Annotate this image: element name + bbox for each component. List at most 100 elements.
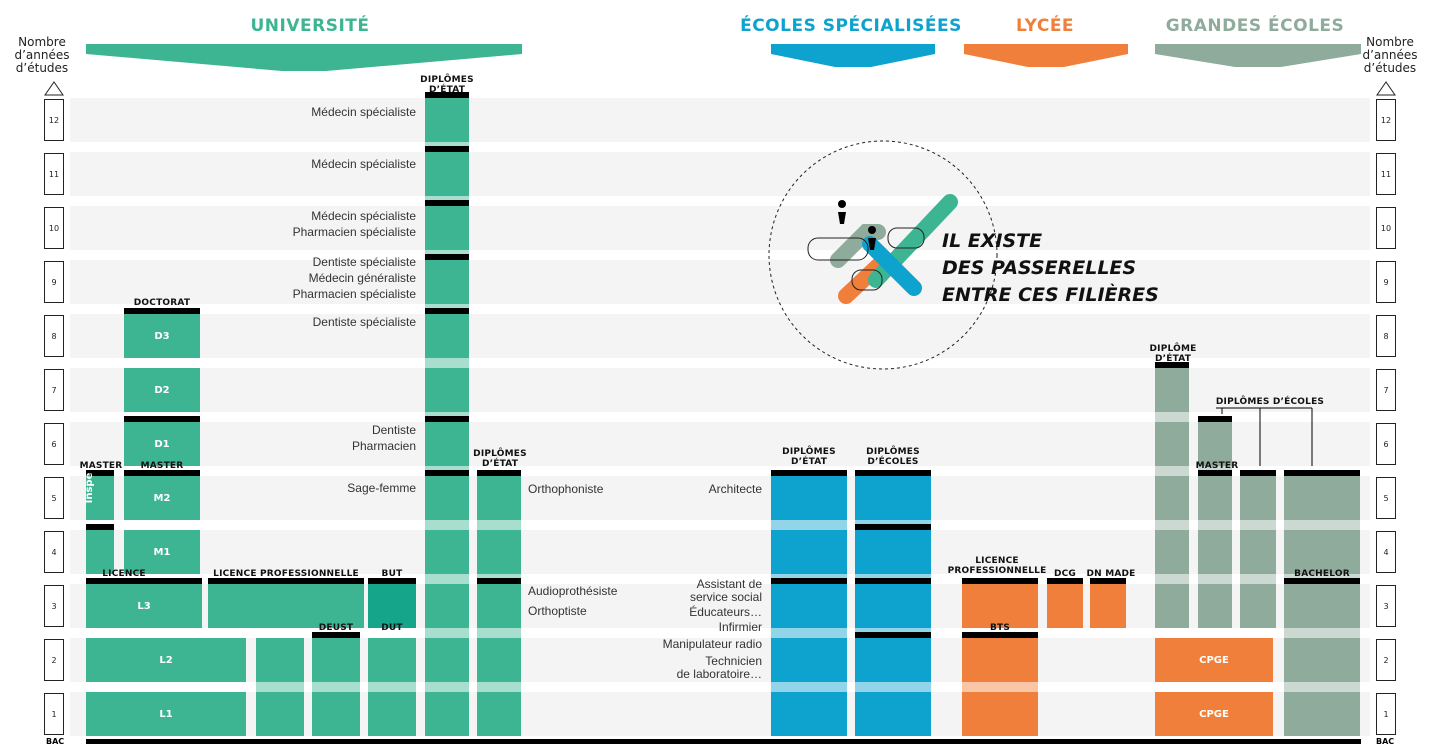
- block-cap: [124, 416, 200, 422]
- block-gap: [477, 682, 521, 692]
- block-gap: [368, 682, 416, 692]
- year-band: [70, 422, 1370, 466]
- label-assistant1: Assistant de: [696, 577, 762, 591]
- year-box: 4: [44, 531, 64, 573]
- year-box: 10: [1376, 207, 1396, 249]
- cap-lycee-licence-pro: LICENCE PROFESSIONNELLE: [947, 556, 1047, 576]
- block-gap: [1240, 520, 1276, 530]
- block-gap: [1284, 682, 1360, 692]
- block-cap: [1284, 470, 1360, 476]
- cap-master-inspe: MASTER: [79, 461, 123, 471]
- block-cap: [771, 578, 847, 584]
- grandes-ecoles-funnel: [1155, 44, 1361, 67]
- block-l3: L3: [86, 584, 202, 628]
- bac-label-left: BAC: [46, 737, 65, 746]
- axis-arrow-left: [44, 81, 64, 96]
- label-y10a: Médecin spécialiste: [311, 209, 416, 223]
- year-box: 1: [1376, 693, 1396, 735]
- label-y12: Médecin spécialiste: [311, 105, 416, 119]
- label-orthophoniste: Orthophoniste: [528, 482, 604, 496]
- cap-but: BUT: [381, 569, 403, 579]
- inspe-label: Inspé: [84, 472, 95, 504]
- cap-doctorat: DOCTORAT: [133, 298, 191, 308]
- block-cap: [425, 200, 469, 206]
- year-box: 6: [1376, 423, 1396, 465]
- block-cap: [124, 470, 200, 476]
- year-band: [70, 368, 1370, 412]
- ecoles-funnel: [771, 44, 935, 67]
- axis-title-left: Nombre d’années d’études: [4, 36, 80, 75]
- cap-ge-bachelor: BACHELOR: [1294, 569, 1350, 579]
- block-gap: [256, 682, 304, 692]
- year-box: 8: [1376, 315, 1396, 357]
- block-cap: [1090, 578, 1126, 584]
- block-d1: D1: [124, 422, 200, 466]
- block-cap: [425, 308, 469, 314]
- block-ge-master-b: [1240, 476, 1276, 628]
- year-box: 5: [1376, 477, 1396, 519]
- cap-diplomes-etat-2: DIPLÔMES D’ÉTAT: [473, 449, 527, 469]
- block-gap: [771, 682, 847, 692]
- block-ge-etat: [1155, 368, 1189, 628]
- label-y10b: Pharmacien spécialiste: [292, 225, 416, 239]
- year-box: 11: [44, 153, 64, 195]
- label-audioprothesiste: Audioprothésiste: [528, 584, 618, 598]
- header-lycee: LYCÉE: [1015, 16, 1075, 36]
- cap-deust: DEUST: [318, 623, 354, 633]
- year-box: 8: [44, 315, 64, 357]
- year-box: 3: [1376, 585, 1396, 627]
- label-y9c: Pharmacien spécialiste: [292, 287, 416, 301]
- block-gap: [1155, 520, 1189, 530]
- passerelles-line3: ENTRE CES FILIÈRES: [942, 284, 1159, 306]
- axis-title-line: Nombre: [1366, 35, 1414, 49]
- block-l1: L1: [86, 692, 246, 736]
- block-cap: [124, 308, 200, 314]
- year-box: 3: [44, 585, 64, 627]
- year-box: 12: [1376, 99, 1396, 141]
- label-assistant2: service social: [689, 590, 762, 604]
- label-architecte: Architecte: [708, 482, 762, 496]
- label-infirmier: Infirmier: [718, 620, 762, 634]
- block-licence-pro: [208, 584, 364, 628]
- block-cap: [855, 632, 931, 638]
- ge-bracket: [1216, 407, 1313, 466]
- block-gap: [425, 682, 469, 692]
- cap-dnmade: DN MADE: [1086, 569, 1136, 579]
- axis-title-line: d’années: [1362, 48, 1418, 62]
- label-manipulateur: Manipulateur radio: [662, 637, 762, 651]
- header-universite: UNIVERSITÉ: [250, 16, 370, 36]
- axis-arrow-right: [1376, 81, 1396, 96]
- label-y8: Dentiste spécialiste: [312, 315, 416, 329]
- label-y9a: Dentiste spécialiste: [312, 255, 416, 269]
- year-box: 7: [1376, 369, 1396, 411]
- block-gap: [425, 574, 469, 584]
- block-gap: [1155, 574, 1189, 584]
- block-cap: [208, 578, 364, 584]
- year-box: 12: [44, 99, 64, 141]
- block-cap: [86, 524, 114, 530]
- lycee-funnel: [964, 44, 1128, 67]
- passerelles-line2: DES PASSERELLES: [942, 257, 1137, 279]
- block-bachelor: [1284, 476, 1360, 736]
- block-cap: [425, 470, 469, 476]
- block-cap: [771, 470, 847, 476]
- block-cpge1: CPGE: [1155, 692, 1273, 736]
- year-band: [70, 260, 1370, 304]
- block-gap: [1155, 466, 1189, 476]
- block-l2: L2: [86, 638, 246, 682]
- block-cap: [855, 470, 931, 476]
- year-box: 2: [1376, 639, 1396, 681]
- label-y9b: Médecin généraliste: [308, 271, 416, 285]
- cap-licence-pro: LICENCE PROFESSIONNELLE: [213, 569, 359, 579]
- block-cap: [1155, 362, 1189, 368]
- cap-diplomes-etat-1: DIPLÔMES D’ÉTAT: [420, 75, 474, 95]
- label-y5: Sage-femme: [347, 481, 416, 495]
- block-cap: [855, 524, 931, 530]
- block-gap: [1284, 628, 1360, 638]
- bac-label-right: BAC: [1376, 737, 1395, 746]
- label-technicien2: de laboratoire…: [676, 667, 762, 681]
- block-cap: [86, 578, 202, 584]
- block-gap: [312, 682, 360, 692]
- block-cap: [855, 578, 931, 584]
- block-cap: [962, 632, 1038, 638]
